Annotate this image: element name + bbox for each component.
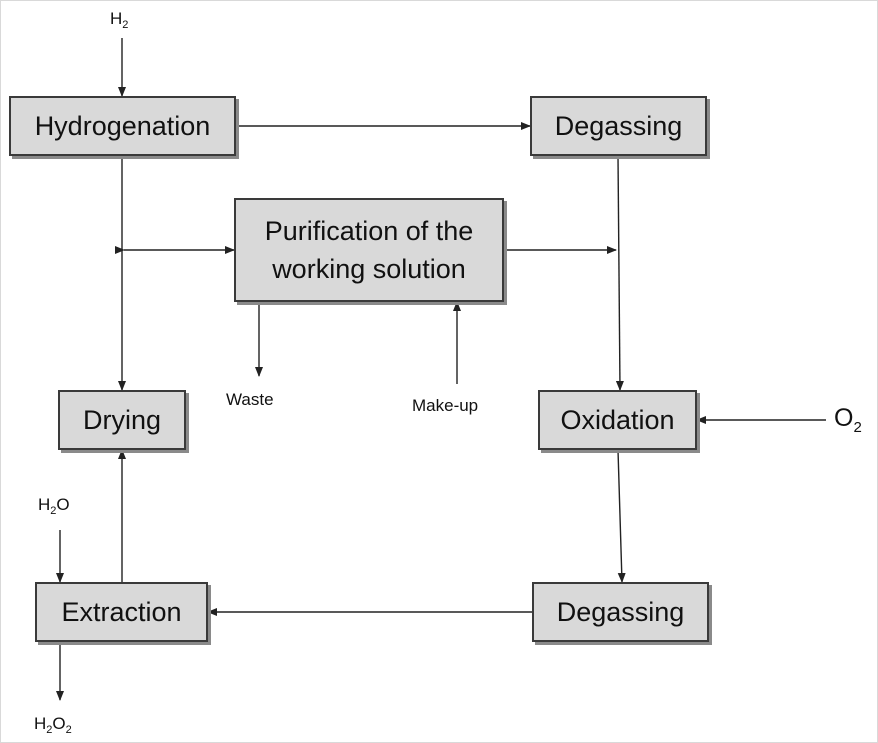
h2-input-label: H2	[110, 9, 129, 31]
h2o2-output-label: H2O2	[34, 714, 72, 736]
oxidation-box: Oxidation	[538, 390, 697, 450]
hydrogenation-box: Hydrogenation	[9, 96, 236, 156]
makeup-label: Make-up	[412, 396, 479, 415]
hydrogenation-label: Hydrogenation	[34, 111, 211, 141]
degassing-bottom-box: Degassing	[532, 582, 709, 642]
purification-box: Purification of the working solution	[234, 198, 504, 302]
arrow-oxidation-to-degassing	[617, 449, 626, 583]
oxidation-label: Oxidation	[560, 405, 675, 435]
purification-label-line1: Purification of the	[264, 216, 474, 246]
purification-label-line2: working solution	[272, 254, 466, 284]
waste-label: Waste	[226, 390, 274, 409]
extraction-box: Extraction	[35, 582, 208, 642]
arrow-degassing-to-oxidation	[615, 155, 624, 391]
h2o-input-label: H2O	[38, 495, 70, 517]
degassing-top-label: Degassing	[554, 111, 683, 141]
drying-box: Drying	[58, 390, 186, 450]
o2-input-label: O2	[834, 404, 862, 436]
extraction-label: Extraction	[61, 597, 182, 627]
degassing-bottom-label: Degassing	[556, 597, 685, 627]
drying-label: Drying	[82, 405, 162, 435]
degassing-top-box: Degassing	[530, 96, 707, 156]
